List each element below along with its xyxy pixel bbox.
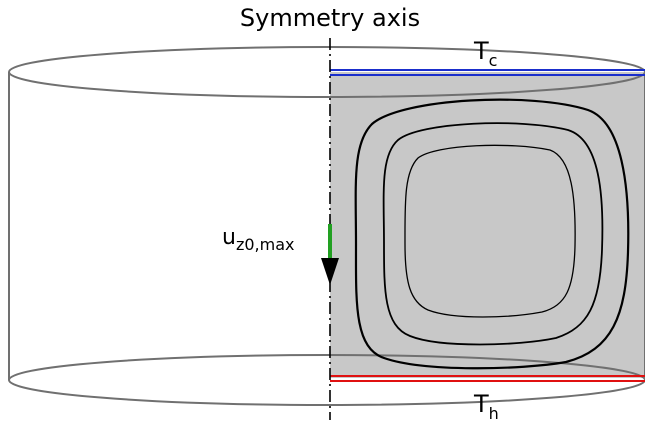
streamline-outer [354, 98, 630, 370]
symmetry-axis-label: Symmetry axis [240, 4, 420, 32]
cold-plate [330, 69, 645, 76]
hot-temperature-label: Th [473, 390, 499, 423]
cylinder-bottom-ellipse [8, 354, 645, 406]
velocity-arrowhead [321, 258, 339, 285]
streamline-middle [382, 122, 604, 346]
cylinder-outline [8, 46, 645, 406]
cold-temperature-label: Tc [473, 37, 497, 70]
streamline-inner [404, 144, 576, 318]
velocity-label: uz0,max [222, 225, 294, 254]
velocity-arrow [321, 224, 339, 285]
hot-plate [330, 375, 645, 382]
fluid-region [330, 72, 645, 378]
streamlines [354, 98, 630, 370]
